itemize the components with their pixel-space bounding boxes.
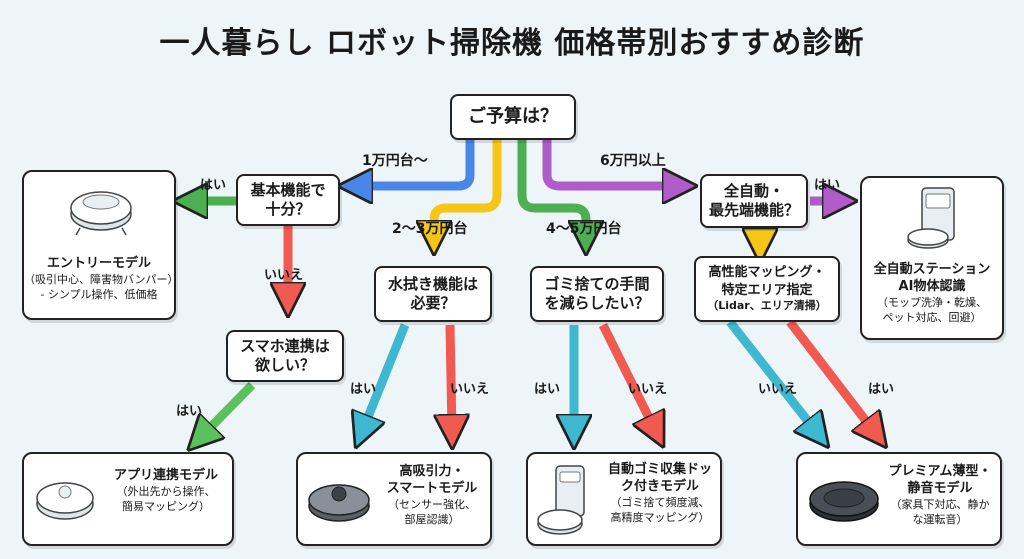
result-app-name: アプリ連携モデル — [113, 468, 218, 483]
arrow-upper — [517, 140, 586, 238]
question-mop: 水拭き機能は 必要？ — [374, 266, 492, 322]
arrow-map-yes — [786, 319, 876, 434]
answer-basic-yes: はい — [200, 178, 227, 193]
page-title: 一人暮らし ロボット掃除機 価格帯別おすすめ診断 — [159, 26, 865, 61]
result-app: アプリ連携モデル （外出先から操作、 簡易マッピング） — [22, 452, 234, 546]
answer-auto-yes: はい — [814, 178, 841, 193]
arrow-map-no — [726, 319, 818, 434]
question-dust: ゴミ捨ての手間 を減らしたい？ — [530, 266, 664, 322]
answer-basic-no: いいえ — [264, 268, 304, 283]
question-basic: 基本機能で 十分？ — [236, 174, 340, 226]
arrow-mop-yes — [362, 323, 410, 432]
result-dock: 自動ゴミ収集ドッ ク付きモデル （ゴミ捨て頻度減、 高精度マッピング） — [526, 452, 722, 546]
answer-dust-yes: はい — [534, 382, 561, 397]
start-question: ご予算は？ — [450, 94, 576, 140]
answer-mop-yes: はい — [350, 382, 377, 397]
result-smart-name: 高吸引力・ — [399, 464, 465, 479]
question-auto: 全自動・ 最先端機能？ — [700, 174, 808, 228]
dust-dock-icon — [537, 465, 585, 535]
arrow-mop-no — [450, 324, 452, 432]
budget-label-mid: 2〜3万円台 — [392, 221, 468, 237]
result-premium: プレミアム薄型・ 静音モデル （家具下対応、静か な運転音） — [796, 452, 1002, 546]
arrow-high — [542, 140, 680, 186]
arrow-mid — [434, 140, 502, 238]
result-premium-name: プレミアム薄型・ — [888, 464, 992, 479]
answer-app-yes: はい — [176, 404, 203, 419]
arrow-app-yes — [200, 381, 256, 438]
budget-label-upper: 4〜5万円台 — [546, 221, 622, 237]
question-mapping: 高性能マッピング・ 特定エリア指定 （Lidar、エリア清掃） — [694, 256, 840, 322]
result-entry: エントリーモデル （吸引中心、障害物バンパー） - シンプル操作、低価格 — [22, 170, 179, 320]
arrow-low — [355, 140, 475, 186]
result-dock-name: 自動ゴミ収集ドッ — [607, 462, 712, 477]
robot-vacuum-icon — [70, 191, 132, 236]
docking-station-icon — [907, 187, 955, 249]
answer-mop-no: いいえ — [450, 382, 490, 397]
result-station-name: 全自動ステーション — [873, 262, 991, 277]
question-app: スマホ連携は 欲しい？ — [226, 330, 344, 382]
answer-map-no: いいえ — [758, 382, 798, 397]
robot-vacuum-icon — [809, 481, 879, 522]
answer-map-yes: はい — [868, 382, 895, 397]
answer-dust-no: いいえ — [628, 382, 668, 397]
arrow-dust-no — [598, 323, 656, 432]
result-smart: 高吸引力・ スマートモデル （センサー強化、 部屋認識） — [296, 452, 492, 546]
robot-vacuum-icon — [36, 482, 94, 520]
budget-label-low: 1万円台〜 — [362, 153, 428, 169]
result-station: 全自動ステーション AI物体認識 （モップ洗浄・乾燥、 ペット対応、回避） — [860, 176, 1004, 340]
result-entry-name: エントリーモデル — [46, 256, 151, 271]
budget-label-high: 6万円以上 — [600, 153, 666, 169]
robot-vacuum-icon — [308, 484, 370, 522]
